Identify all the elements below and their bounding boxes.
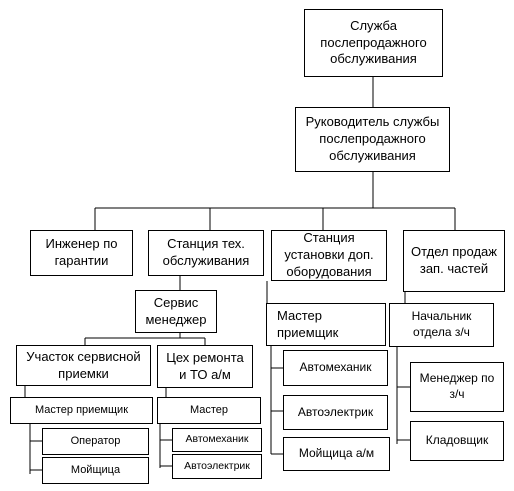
node-label: Оператор [70,435,121,448]
node-label: Мастер [189,404,229,417]
node-service-manager: Сервис менеджер [135,290,217,333]
node-storekeeper: Кладовщик [410,421,504,461]
node-label: Начальник отдела з/ч [411,309,472,339]
node-reception-master: Мастер приемщик [10,397,153,424]
node-label: Автомеханик [185,433,249,446]
node-parts-head: Начальник отдела з/ч [389,303,494,347]
node-after-sales-service: Служба послепродажного обслуживания [304,9,443,77]
node-washer: Мойщица [42,457,149,484]
node-label: Автомеханик [299,360,372,375]
node-master: Мастер [157,397,261,424]
node-install-master: Мастер приемщик [266,303,386,346]
node-label: Руководитель службы послепродажного обсл… [305,114,440,163]
node-label: Мастер приемщик [34,404,129,417]
node-label: Инженер по гарантии [45,236,118,268]
node-service-head: Руководитель службы послепродажного обсл… [295,107,450,172]
node-repair-shop: Цех ремонта и ТО а/м [157,345,253,388]
node-parts-manager: Менеджер по з/ч [410,362,504,412]
node-parts-sales: Отдел продаж зап. частей [403,230,505,292]
node-label: Автоэлектрик [297,404,374,419]
node-install-station: Станция установки доп. оборудования [271,230,387,281]
node-label: Станция установки доп. оборудования [284,230,374,279]
node-reception-area: Участок сервисной приемки [16,345,151,386]
node-label: Кладовщик [425,433,489,448]
node-install-electrician: Автоэлектрик [283,395,388,430]
node-label: Мойщица [70,464,121,477]
node-electrician: Автоэлектрик [172,454,262,479]
node-label: Служба послепродажного обслуживания [320,17,427,67]
node-operator: Оператор [42,428,149,455]
node-service-station: Станция тех. обслуживания [148,230,264,276]
node-label: Сервис менеджер [145,294,207,327]
node-install-mechanic: Автомеханик [283,350,388,386]
node-install-washer: Мойщица а/м [283,437,390,471]
node-label: Отдел продаж зап. частей [411,244,497,276]
node-label: Станция тех. обслуживания [162,236,250,268]
node-label: Участок сервисной приемки [26,348,141,381]
node-label: Мойщица а/м [298,446,375,461]
node-label: Автоэлектрик [184,459,250,472]
node-warranty-engineer: Инженер по гарантии [30,230,133,276]
node-mechanic: Автомеханик [172,428,262,452]
node-label: Мастер приемщик [277,307,339,340]
node-label: Менеджер по з/ч [419,371,495,401]
node-label: Цех ремонта и ТО а/м [166,349,244,382]
